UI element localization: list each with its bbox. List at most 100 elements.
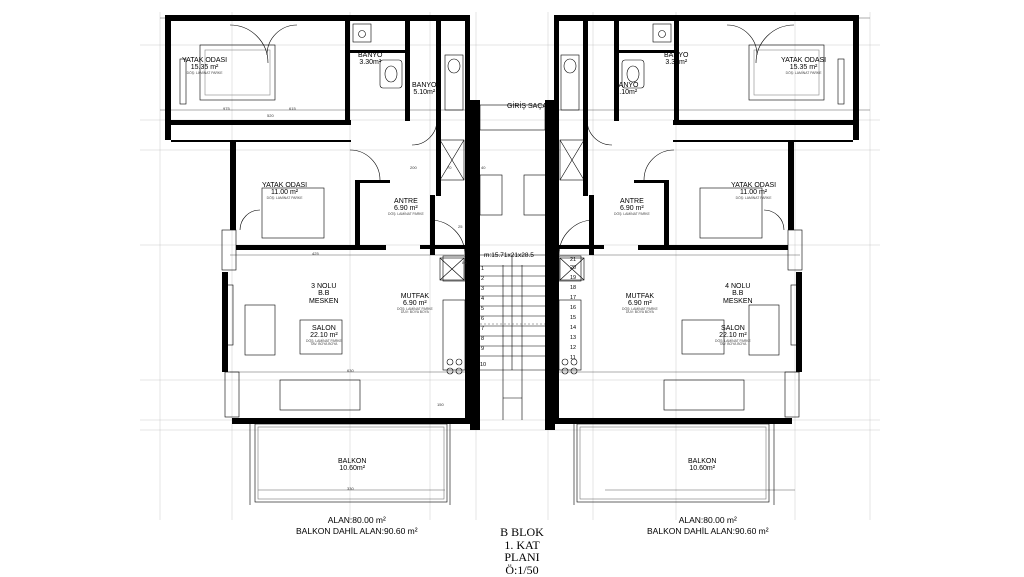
left-bedroom2-label: YATAK ODASI 11.00 m² DÖŞ: LAMİNAT PARKE <box>262 182 307 200</box>
dim-425: 425 <box>312 251 319 256</box>
central-staircase <box>470 100 555 430</box>
step-14: 14 <box>570 325 577 331</box>
left-hall-label: ANTRE 6.90 m² DÖŞ: LAMİNAT PARKE <box>388 198 424 216</box>
left-area: ALAN:80.00 m² <box>327 515 386 525</box>
step-2: 2 <box>481 276 485 282</box>
right-bedroom2-area: 11.00 m² <box>740 189 768 197</box>
right-bath2-area: 5.10m² <box>615 89 638 97</box>
dim-40: 40 <box>481 165 486 170</box>
step-7: 7 <box>481 326 485 332</box>
right-bath1-label: BANYO 3.30m² <box>664 52 689 67</box>
left-unit-name-line2: B.B <box>318 290 330 298</box>
right-unit-name: 4 NOLU B.B MESKEN <box>723 283 753 305</box>
step-10: 10 <box>480 362 487 368</box>
left-living-label: SALON 22.10 m² DÖŞ: LAMİNAT PARKE TAV: B… <box>306 325 342 347</box>
left-bath1-label: BANYO 3.30m² <box>358 52 383 67</box>
left-balcony-label: BALKON 10.60m² <box>338 458 366 473</box>
right-unit-name-line3: MESKEN <box>723 297 753 305</box>
right-area-summary: ALAN:80.00 m² BALKON DAHİL ALAN:90.60 m² <box>647 515 769 536</box>
left-bedroom1-label: YATAK ODASI 15.35 m² DÖŞ: LAMİNAT PARKE <box>182 57 227 75</box>
right-balcony-label: BALKON 10.60m² <box>688 458 716 473</box>
left-living-name: SALON <box>312 325 336 332</box>
step-17: 17 <box>570 295 577 301</box>
right-bedroom2-name: YATAK ODASI <box>731 182 777 189</box>
left-kitchen-area: 6.90 m² <box>403 300 427 308</box>
left-bedroom2-name: YATAK ODASI <box>262 182 308 189</box>
right-living-label: SALON 22.10 m² DÖŞ: LAMİNAT PARKE TAV: B… <box>715 325 751 347</box>
dim-630: 630 <box>347 368 354 373</box>
left-living-ceiling: TAV: BOYA BOYA <box>310 342 338 347</box>
step-13: 13 <box>570 335 577 341</box>
left-balcony-name: BALKON <box>338 458 367 465</box>
left-bedroom1-name: YATAK ODASI <box>182 57 228 64</box>
right-bath2-label: BANYO 5.10m² <box>614 82 639 97</box>
right-hall-label: ANTRE 6.90 m² DÖŞ: LAMİNAT PARKE <box>614 198 650 216</box>
left-kitchen-wall: DUV: BOYA BOYA <box>400 310 429 315</box>
right-balcony-area: 10.60m² <box>689 465 716 473</box>
dim-200: 200 <box>410 165 417 170</box>
step-8: 8 <box>481 336 485 342</box>
left-unit-name-line3: MESKEN <box>309 297 339 305</box>
right-living-ceiling: TAV: BOYA BOYA <box>719 342 747 347</box>
left-hall-floor: DÖŞ: LAMİNAT PARKE <box>388 211 424 216</box>
right-unit-walls <box>552 15 859 505</box>
entrance-canopy-label: GİRİŞ SAÇAĞI <box>507 103 555 110</box>
left-kitchen-name: MUTFAK <box>400 293 430 300</box>
left-living-area: 22.10 m² <box>310 332 338 340</box>
right-bedroom1-name: YATAK ODASI <box>781 57 827 64</box>
left-unit-name-line1: 3 NOLU <box>311 283 337 290</box>
step-1: 1 <box>481 266 485 272</box>
drawing-title: B BLOK 1. KAT PLANI Ö:1/50 <box>492 526 552 576</box>
right-balcony-area-total: BALKON DAHİL ALAN:90.60 m² <box>647 525 769 536</box>
right-bedroom1-floor: DÖŞ: LAMİNAT PARKE <box>785 70 822 75</box>
right-hall-floor: DÖŞ: LAMİNAT PARKE <box>614 211 650 216</box>
step-20: 20 <box>570 265 577 271</box>
dim-330: 330 <box>347 486 354 491</box>
left-hall-name: ANTRE <box>394 198 418 205</box>
left-unit-walls <box>165 15 472 505</box>
step-18: 18 <box>570 285 577 291</box>
step-6: 6 <box>481 316 485 322</box>
left-hall-area: 6.90 m² <box>394 205 418 213</box>
dim-615: 615 <box>289 106 296 111</box>
left-bath1-area: 3.30m² <box>359 59 382 67</box>
dim-150: 150 <box>437 402 444 407</box>
left-bath1-name: BANYO <box>358 52 383 59</box>
step-3: 3 <box>481 286 485 292</box>
left-bedroom2-area: 11.00 m² <box>271 189 299 197</box>
right-living-name: SALON <box>721 325 745 332</box>
right-kitchen-label: MUTFAK 6.90 m² DÖŞ: LAMİNAT PARKE DUV: B… <box>622 293 658 315</box>
right-kitchen-area: 6.90 m² <box>628 300 652 308</box>
right-kitchen-name: MUTFAK <box>625 293 655 300</box>
left-bath2-label: BANYO 5.10m² <box>412 82 437 97</box>
drawing-title-block: B BLOK <box>500 525 544 539</box>
left-area-summary: ALAN:80.00 m² BALKON DAHİL ALAN:90.60 m² <box>296 515 418 536</box>
drawing-title-scale: Ö:1/50 <box>505 562 539 577</box>
right-unit-name-line1: 4 NOLU <box>725 283 751 290</box>
step-15: 15 <box>570 315 577 321</box>
right-kitchen-wall: DUV: BOYA BOYA <box>625 310 654 315</box>
right-hall-name: ANTRE <box>620 198 644 205</box>
step-4: 4 <box>481 296 485 302</box>
step-12: 12 <box>570 345 577 351</box>
right-bath1-name: BANYO <box>664 52 689 59</box>
step-5: 5 <box>481 306 485 312</box>
left-living-floor: DÖŞ: LAMİNAT PARKE <box>306 338 342 343</box>
right-unit-name-line2: B.B <box>732 290 744 298</box>
right-bedroom2-floor: DÖŞ: LAMİNAT PARKE <box>735 195 772 200</box>
left-bath2-area: 5.10m² <box>413 89 436 97</box>
step-16: 16 <box>570 305 577 311</box>
right-kitchen-floor: DÖŞ: LAMİNAT PARKE <box>622 306 658 311</box>
dim-520: 520 <box>267 113 274 118</box>
left-bath2-name: BANYO <box>412 82 437 89</box>
right-area: ALAN:80.00 m² <box>678 515 737 525</box>
left-bedroom1-area: 15.35 m² <box>190 64 219 72</box>
right-balcony-name: BALKON <box>688 458 717 465</box>
left-bedroom2-floor: DÖŞ: LAMİNAT PARKE <box>266 195 303 200</box>
right-living-floor: DÖŞ: LAMİNAT PARKE <box>715 338 751 343</box>
stair-spec-label: m:15.71x21x28.5 <box>484 252 534 259</box>
dim-70: 70 <box>447 165 452 170</box>
step-19: 19 <box>570 275 577 281</box>
left-kitchen-floor: DÖŞ: LAMİNAT PARKE <box>397 306 433 311</box>
